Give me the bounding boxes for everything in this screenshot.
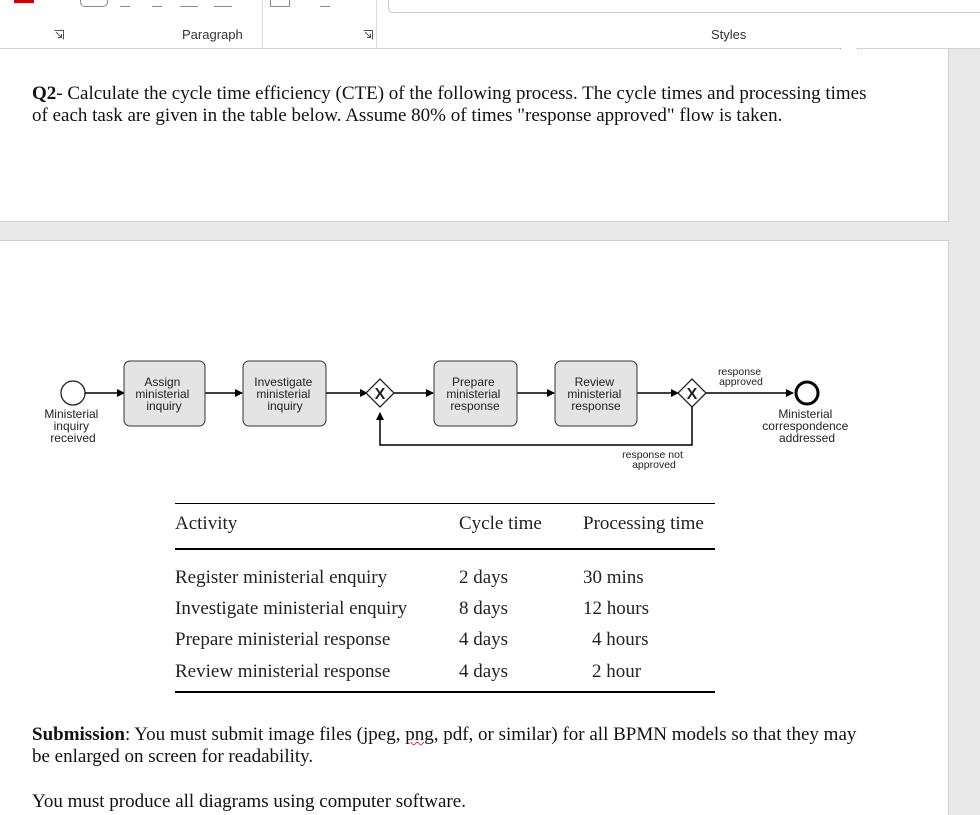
approval-gateway <box>677 378 707 408</box>
styles-gallery[interactable] <box>388 0 980 13</box>
table-cell: Investigate ministerial enquiry <box>175 598 408 619</box>
merge-gateway <box>365 378 395 408</box>
styles-group-label: Styles <box>711 27 747 42</box>
table-cell: 4 days <box>459 629 509 650</box>
table-cell: 4 days <box>459 661 509 682</box>
ribbon-divider <box>376 0 377 48</box>
align-center-button[interactable] <box>120 0 130 7</box>
spelling-flagged-word[interactable]: png <box>405 724 434 745</box>
approved-flow-label: response approved <box>718 366 764 388</box>
task-prepare-label: Prepare ministerial response <box>446 375 503 413</box>
table-bottom-rule <box>175 691 715 693</box>
ribbon: Paragraph Styles <box>0 0 980 49</box>
ribbon-divider <box>262 0 263 48</box>
merge-gateway-symbol: X <box>375 386 386 403</box>
font-color-indicator[interactable] <box>14 0 34 3</box>
task-assign-inquiry <box>123 360 206 427</box>
submission-paragraph: Submission: You must submit image files … <box>32 724 872 768</box>
line-spacing-button[interactable] <box>214 0 232 7</box>
start-event <box>60 380 86 406</box>
not-approved-flow-label: response not approved <box>622 449 686 471</box>
table-cell: Register ministerial enquiry <box>175 567 388 588</box>
align-right-button[interactable] <box>152 0 162 7</box>
document-page[interactable]: Q2- Calculate the cycle time efficiency … <box>0 49 949 222</box>
bpmn-diagram: Ministerial inquiry received Assign mini… <box>44 360 851 471</box>
borders-button[interactable] <box>320 0 330 7</box>
end-event <box>794 380 820 406</box>
approval-gateway-symbol: X <box>687 386 698 403</box>
table-cell: 2 days <box>459 567 509 588</box>
table-cell: 2 hour <box>592 661 642 682</box>
paragraph-group-label: Paragraph <box>182 27 243 42</box>
task-investigate-label: Investigate ministerial inquiry <box>254 375 315 413</box>
submission-text-after: , pdf, or similar) for all BPMN models s… <box>32 724 857 767</box>
submission-label: Submission <box>32 724 125 745</box>
software-note-paragraph: You must produce all diagrams using comp… <box>32 791 466 812</box>
justify-button[interactable] <box>180 0 198 7</box>
header-cycle-time: Cycle time <box>459 513 542 534</box>
table-cell: 12 hours <box>583 598 649 619</box>
end-event-label: Ministerial correspondence addressed <box>762 407 851 445</box>
not-approved-loop-flow <box>376 407 693 446</box>
task-review-label: Review ministerial response <box>567 375 624 413</box>
task-prepare-response <box>433 360 518 427</box>
table-header-rule <box>175 548 715 550</box>
table-cell: 8 days <box>459 598 509 619</box>
question-text: - Calculate the cycle time efficiency (C… <box>32 83 867 126</box>
paragraph-dialog-launcher-icon[interactable] <box>363 30 373 40</box>
table-cell: 4 hours <box>592 629 649 650</box>
header-activity: Activity <box>175 513 238 534</box>
shading-button[interactable] <box>270 0 290 7</box>
table-cell: Review ministerial response <box>175 661 391 682</box>
task-review-response <box>554 360 638 427</box>
question-label: Q2 <box>32 83 57 104</box>
document-page[interactable]: Ministerial inquiry received Assign mini… <box>0 240 949 815</box>
table-cell: 30 mins <box>583 567 644 588</box>
start-event-label: Ministerial inquiry received <box>44 407 101 445</box>
task-assign-label: Assign ministerial inquiry <box>135 375 192 413</box>
table-cell: Prepare ministerial response <box>175 629 391 650</box>
task-investigate-inquiry <box>242 360 327 427</box>
align-left-button[interactable] <box>80 0 108 7</box>
submission-text-before: : You must submit image files (jpeg, <box>124 724 406 745</box>
table-top-rule <box>175 503 715 504</box>
question-paragraph: Q2- Calculate the cycle time efficiency … <box>32 83 872 127</box>
header-processing-time: Processing time <box>583 513 704 534</box>
font-dialog-launcher-icon[interactable] <box>54 30 64 40</box>
